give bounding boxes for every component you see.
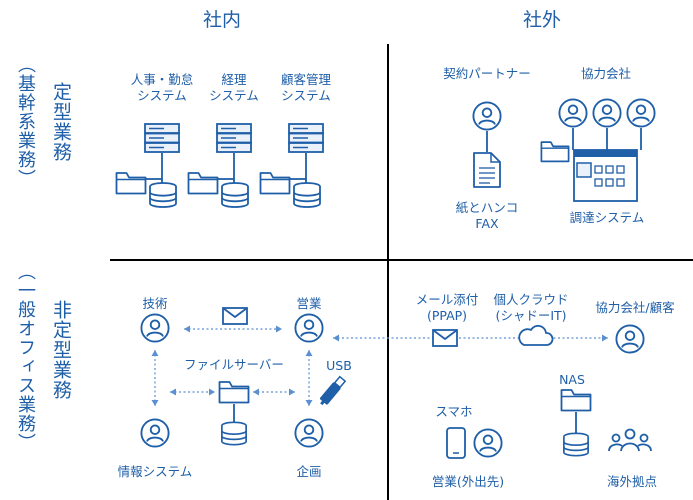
- label-partner-client: 協力会社/顧客: [595, 300, 675, 315]
- folder-icon: [560, 389, 592, 412]
- label-hr-system: 人事・勤怠システム: [130, 72, 194, 103]
- label-mail-ppap: メール添付(PPAP): [415, 292, 479, 323]
- database-icon: [563, 432, 589, 457]
- database-icon: [149, 182, 177, 208]
- label-personal-cloud: 個人クラウド(シャドーIT): [493, 292, 569, 323]
- person-icon-infosys: [140, 418, 170, 448]
- label-nas: NAS: [559, 372, 585, 387]
- folder-icon: [218, 381, 250, 404]
- label-procurement: 調達システム: [569, 210, 645, 225]
- person-icon-affiliate: [626, 98, 656, 128]
- folder-icon: [115, 172, 147, 195]
- person-icon-sales: [294, 313, 324, 343]
- label-sales-outside: 営業(外出先): [431, 474, 505, 489]
- database-icon: [221, 182, 249, 208]
- procurement-window-icon: [573, 149, 638, 202]
- label-smartphone: スマホ: [435, 404, 473, 419]
- usb-icon: [319, 375, 347, 406]
- person-icon-affiliate: [592, 98, 622, 128]
- label-overseas: 海外拠点: [606, 474, 657, 489]
- row-label-routine-sub: （基幹系業務）: [15, 55, 36, 188]
- label-accounting-system: 経理システム: [209, 72, 259, 103]
- database-icon: [293, 182, 321, 208]
- label-fileserver: ファイルサーバー: [184, 357, 284, 372]
- person-icon-tech: [140, 313, 170, 343]
- person-icon-affiliate: [558, 98, 588, 128]
- cloud-icon: [518, 324, 554, 346]
- label-infosys: 情報システム: [117, 464, 193, 479]
- label-crm-system: 顧客管理システム: [280, 72, 331, 103]
- database-icon: [221, 421, 247, 446]
- label-sales: 営業: [296, 296, 322, 311]
- folder-icon: [187, 172, 219, 195]
- label-tech: 技術: [142, 296, 168, 311]
- folder-icon: [540, 141, 570, 163]
- row-label-nonroutine: 非定型業務: [50, 300, 72, 400]
- label-affiliate: 協力会社: [580, 66, 631, 81]
- row-label-routine: 定型業務: [50, 82, 72, 162]
- person-icon-planning: [294, 418, 324, 448]
- label-partner: 契約パートナー: [443, 66, 531, 81]
- row-label-nonroutine-sub: （一般オフィス業務）: [15, 262, 36, 452]
- envelope-icon: [432, 329, 458, 347]
- folder-icon: [259, 172, 291, 195]
- label-usb: USB: [326, 358, 352, 373]
- group-icon: [608, 428, 652, 452]
- header-external: 社外: [523, 9, 562, 31]
- smartphone-icon: [446, 427, 466, 459]
- document-icon: [473, 152, 501, 188]
- person-icon-partner-client: [615, 324, 645, 354]
- label-planning: 企画: [296, 464, 322, 479]
- server-icon-accounting: [216, 123, 252, 184]
- envelope-icon: [222, 307, 248, 325]
- server-icon-crm: [288, 123, 324, 184]
- person-icon-sales-out: [473, 428, 503, 458]
- person-icon-partner: [472, 101, 502, 131]
- server-icon-hr: [144, 123, 180, 184]
- header-internal: 社内: [203, 9, 242, 31]
